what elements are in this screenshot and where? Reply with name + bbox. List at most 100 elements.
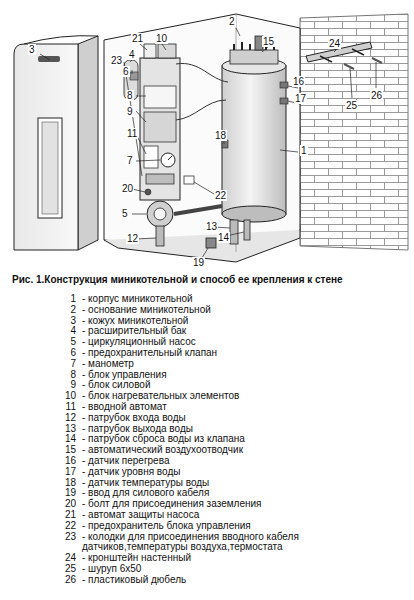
callout-number: 18 <box>214 130 227 141</box>
part-name: - блок управления <box>82 370 382 381</box>
parts-list-row: 5- циркуляционный насос <box>36 337 396 348</box>
callout-number: 4 <box>128 49 136 60</box>
circulation-pump <box>147 201 173 227</box>
part-number: 21 <box>36 510 76 521</box>
terminal-blocks <box>146 174 174 184</box>
part-number: 6 <box>36 348 76 359</box>
callout-number: 16 <box>292 76 305 87</box>
part-number: 13 <box>36 424 76 435</box>
part-number: 11 <box>36 402 76 413</box>
part-name: - расширительный бак <box>82 326 382 337</box>
water-outlet-pipe <box>230 220 238 244</box>
part-name: - датчик перегрева <box>82 456 382 467</box>
part-number: 15 <box>36 445 76 456</box>
part-number: 3 <box>36 316 76 327</box>
callout-number: 26 <box>370 90 383 101</box>
callout-number: 24 <box>328 38 341 49</box>
cover-window <box>38 118 62 218</box>
brick-wall <box>300 14 408 250</box>
part-number: 14 <box>36 434 76 445</box>
heating-element-block <box>230 50 278 64</box>
part-name: - предохранитель блока управления <box>82 521 382 532</box>
parts-list-row: 25- шуруп 6х50 <box>36 564 396 575</box>
part-number: 5 <box>36 337 76 348</box>
callout-number: 2 <box>228 16 236 27</box>
part-number: 12 <box>36 413 76 424</box>
part-number: 9 <box>36 380 76 391</box>
part-name: - манометр <box>82 359 382 370</box>
part-number: 26 <box>36 575 76 586</box>
control-unit <box>144 86 176 108</box>
part-name: - предохранительный клапан <box>82 348 382 359</box>
parts-list-row: 13- патрубок выхода воды <box>36 424 396 435</box>
temperature-sensor <box>222 140 228 148</box>
part-number: 8 <box>36 370 76 381</box>
parts-list-row: 16 - датчик перегрева <box>36 456 396 467</box>
parts-list: 1 - корпус миникотельной 2 - основание мини… <box>36 294 396 586</box>
callout-number: 20 <box>121 183 134 194</box>
callout-number: 13 <box>205 221 218 232</box>
callout-number: 21 <box>131 33 144 44</box>
boiler-cover <box>14 36 98 250</box>
callout-number: 10 <box>155 33 168 44</box>
part-name: - пластиковый дюбель <box>82 575 382 586</box>
drain-pipe <box>244 220 250 240</box>
part-name: - вводной автомат <box>82 402 382 413</box>
callout-number: 19 <box>192 257 205 268</box>
part-number: 16 <box>36 456 76 467</box>
parts-list-row: 10- блок нагревательных элементов <box>36 391 396 402</box>
parts-list-row: 11 - вводной автомат <box>36 402 396 413</box>
parts-list-row: 2 - основание миникотельной <box>36 305 396 316</box>
power-unit <box>144 112 176 142</box>
callout-number: 5 <box>121 208 129 219</box>
part-number: 24 <box>36 553 76 564</box>
part-number: 4 <box>36 326 76 337</box>
part-name: - патрубок сброса воды из клапана <box>82 434 382 445</box>
overheat-sensor <box>280 82 288 88</box>
figure-caption: Рис. 1.Конструкция миникотельной и спосо… <box>12 274 407 286</box>
input-breaker <box>144 146 158 168</box>
parts-list-row: 3- кожух миникотельной <box>36 316 396 327</box>
callout-number: 14 <box>217 232 230 243</box>
parts-list-row: 17- датчик уровня воды <box>36 467 396 478</box>
parts-list-row: 24- кронштейн настенный <box>36 553 396 564</box>
part-number: 2 <box>36 305 76 316</box>
parts-list-row: 26 - пластиковый дюбель <box>36 575 396 586</box>
callout-number: 22 <box>214 190 227 201</box>
parts-list-row: 4 - расширительный бак <box>36 326 396 337</box>
parts-list-row: 1 - корпус миникотельной <box>36 294 396 305</box>
pressure-gauge <box>161 153 175 167</box>
part-name: - корпус миникотельной <box>82 294 382 305</box>
parts-list-row: 12- патрубок входа воды <box>36 413 396 424</box>
parts-list-row: 22 - предохранитель блока управления <box>36 521 396 532</box>
parts-list-row: 8 - блок управления <box>36 370 396 381</box>
parts-list-row: 20- болт для присоединения заземления <box>36 499 396 510</box>
part-number: 10 <box>36 391 76 402</box>
safety-valve <box>130 72 138 80</box>
part-name: - шуруп 6х50 <box>82 564 382 575</box>
part-number: 19 <box>36 488 76 499</box>
part-name: - ввод для силового кабеля <box>82 488 382 499</box>
part-name: - датчик температуры воды <box>82 478 382 489</box>
water-inlet-pipe <box>156 226 164 246</box>
part-name: - автоматический воздухоотводчик <box>82 445 382 456</box>
heating-tank <box>176 36 288 222</box>
part-name: - датчик уровня воды <box>82 467 382 478</box>
part-number: 1 <box>36 294 76 305</box>
parts-list-row: 6 - предохранительный клапан <box>36 348 396 359</box>
callout-number: 3 <box>28 44 36 55</box>
parts-list-row: 21- автомат защиты насоса <box>36 510 396 521</box>
parts-list-row: 18- датчик температуры воды <box>36 478 396 489</box>
callout-number: 15 <box>262 36 275 47</box>
parts-list-row: 15 - автоматический воздухоотводчик <box>36 445 396 456</box>
part-number: 22 <box>36 521 76 532</box>
callout-number: 7 <box>126 155 134 166</box>
top-devices <box>124 44 176 100</box>
callout-number: 8 <box>126 90 134 101</box>
leader-lines <box>40 28 376 258</box>
callout-number: 11 <box>126 128 138 139</box>
part-name: - основание миникотельной <box>82 305 382 316</box>
pump-and-pipes <box>145 189 250 248</box>
